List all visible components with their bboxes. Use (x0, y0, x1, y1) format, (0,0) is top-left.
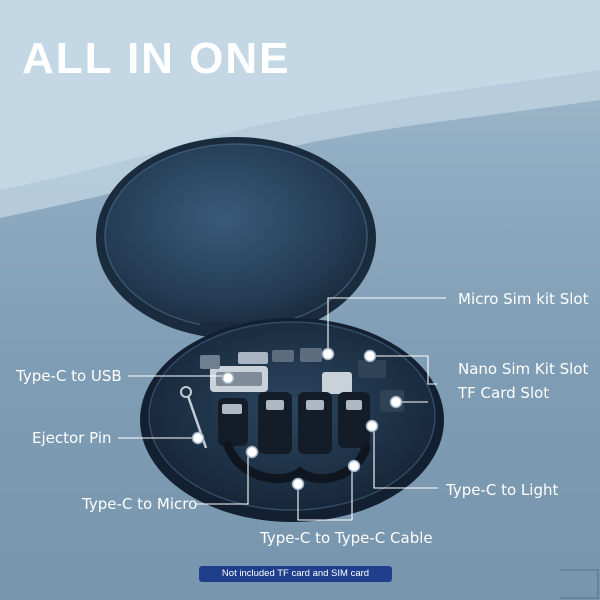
callout-ejector-pin: Ejector Pin (32, 429, 112, 447)
case-contents (180, 348, 404, 484)
case-lid (96, 137, 376, 339)
callout-markers (191, 347, 403, 491)
callout-micro-sim-kit-slot: Micro Sim kit Slot (458, 290, 589, 308)
callout-type-c-to-usb: Type-C to USB (16, 367, 122, 385)
callout-type-c-to-light: Type-C to Light (446, 481, 559, 499)
headline: ALL IN ONE (22, 34, 291, 83)
callout-type-c-to-type-c-cable: Type-C to Type-C Cable (260, 529, 433, 547)
callout-nano-sim-kit-slot: Nano Sim Kit Slot (458, 360, 589, 378)
callout-tf-card-slot: TF Card Slot (458, 384, 550, 402)
callout-type-c-to-micro: Type-C to Micro (82, 495, 198, 513)
disclaimer-badge: Not included TF card and SIM card (199, 566, 392, 582)
